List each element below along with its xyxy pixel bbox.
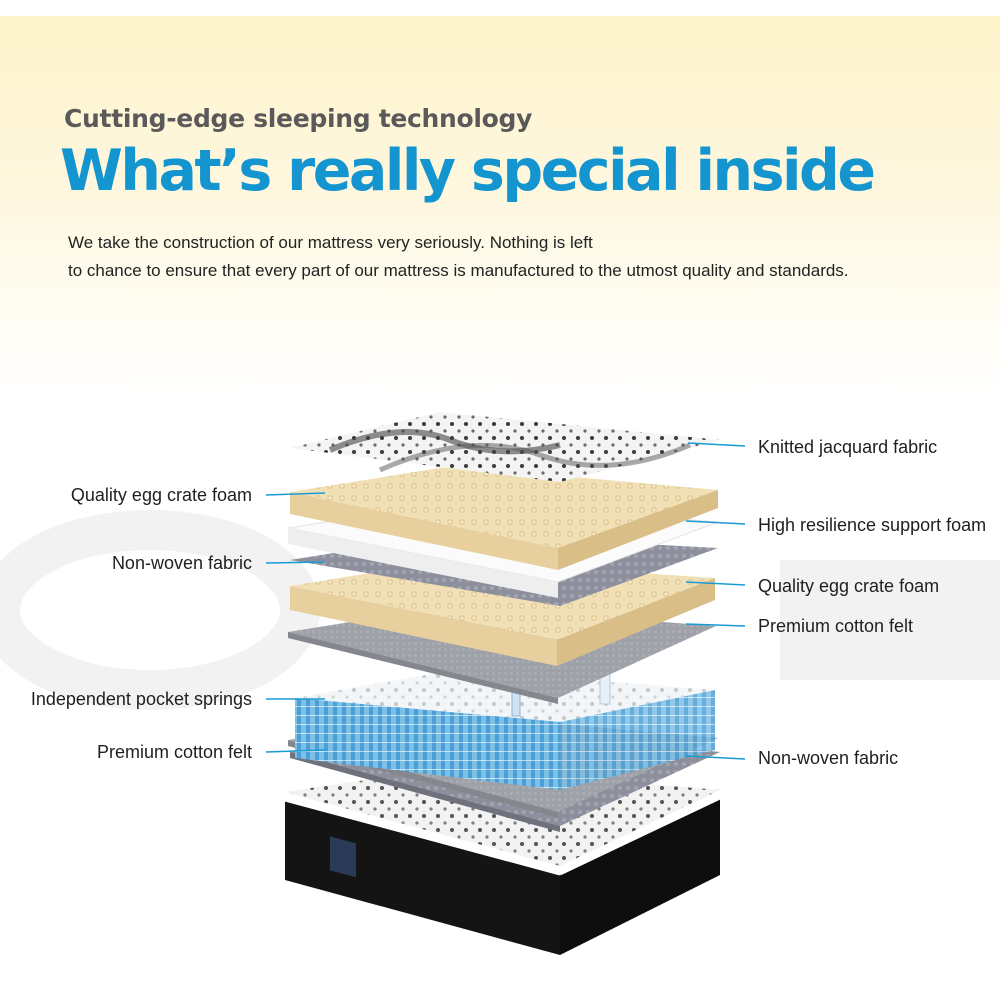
- leader-cotton-felt-left: [265, 749, 326, 753]
- intro-paragraph: We take the construction of our mattress…: [68, 229, 968, 285]
- leader-egg-crate-right: [685, 581, 746, 586]
- leader-knitted-jacquard: [687, 442, 746, 447]
- label-knitted-jacquard-fabric: Knitted jacquard fabric: [758, 437, 938, 457]
- leader-cotton-felt-right: [685, 623, 746, 627]
- intro-line-1: We take the construction of our mattress…: [68, 233, 593, 252]
- label-quality-egg-crate-foam-left: Quality egg crate foam: [70, 485, 252, 505]
- label-independent-pocket-springs: Independent pocket springs: [30, 689, 252, 709]
- layer-pocket-springs: [295, 663, 715, 790]
- leader-high-resilience: [685, 520, 746, 525]
- leader-non-woven-left: [265, 561, 326, 564]
- intro-line-2: to chance to ensure that every part of o…: [68, 261, 849, 280]
- leader-lines: [265, 442, 746, 760]
- leader-non-woven-right: [685, 755, 746, 760]
- main-headline: What’s really special inside: [60, 138, 876, 204]
- label-non-woven-fabric-right: Non-woven fabric: [758, 748, 899, 768]
- layer-upper-egg-crate-foam: [290, 466, 718, 570]
- base-mattress: [284, 768, 721, 955]
- leader-egg-crate-left: [265, 492, 326, 496]
- layer-knitted-jacquard: [290, 412, 720, 482]
- label-premium-cotton-felt-left: Premium cotton felt: [96, 742, 252, 762]
- label-premium-cotton-felt-right: Premium cotton felt: [758, 616, 914, 636]
- label-non-woven-fabric-left: Non-woven fabric: [111, 553, 252, 573]
- eyebrow-heading: Cutting-edge sleeping technology: [64, 104, 533, 133]
- top-white-band: [0, 0, 1000, 16]
- label-quality-egg-crate-foam-right: Quality egg crate foam: [758, 576, 940, 596]
- label-high-resilience-support-foam: High resilience support foam: [758, 515, 987, 535]
